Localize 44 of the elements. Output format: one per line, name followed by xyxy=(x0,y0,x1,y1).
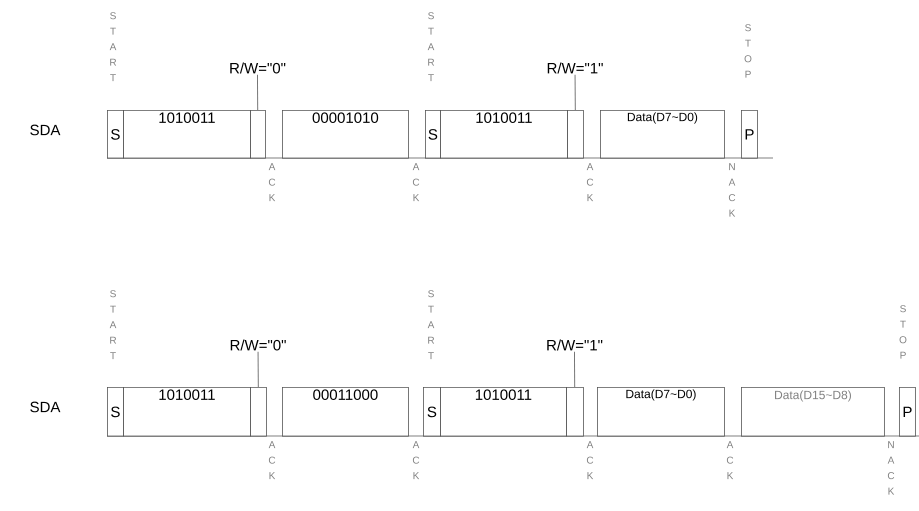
vertical-label: NACK xyxy=(728,163,736,217)
data-field-box: 1010011 xyxy=(123,110,251,159)
data-field-box: 00011000 xyxy=(282,386,409,437)
bit-box: S xyxy=(425,110,441,159)
vertical-label: ACK xyxy=(412,163,420,202)
bit-label: R/W="1" xyxy=(547,339,602,350)
vertical-label: STOP xyxy=(900,305,906,359)
vertical-label: ACK xyxy=(268,441,276,480)
vertical-label: NACK xyxy=(888,441,894,495)
vertical-label: ACK xyxy=(586,441,594,480)
vertical-label: ACK xyxy=(268,163,276,202)
leader-line xyxy=(574,74,576,110)
bit-box: S xyxy=(423,386,441,437)
bit-label: R/W="0" xyxy=(230,339,286,350)
leader-line xyxy=(574,351,576,388)
bit-box xyxy=(250,386,267,437)
signal-name: SDA xyxy=(30,124,60,136)
vertical-label: START xyxy=(428,290,434,360)
vertical-label: ACK xyxy=(586,163,594,202)
vertical-label: START xyxy=(110,290,116,360)
bit-box xyxy=(250,110,266,159)
vertical-label: STOP xyxy=(744,24,752,78)
bit-box xyxy=(567,110,584,159)
bit-box: P xyxy=(899,386,916,437)
data-field-box: Data(D15~D8) xyxy=(741,386,885,437)
bit-label: R/W="0" xyxy=(230,62,286,74)
bit-label: R/W="1" xyxy=(548,62,603,74)
data-field-box: Data(D7~D0) xyxy=(597,386,725,437)
data-field-box: 1010011 xyxy=(440,386,567,437)
data-field-box: Data(D7~D0) xyxy=(600,110,725,159)
bit-box: S xyxy=(107,386,124,437)
leader-line xyxy=(258,351,259,388)
leader-line xyxy=(257,74,258,110)
vertical-label: ACK xyxy=(726,441,734,480)
data-field-box: 00001010 xyxy=(282,110,409,159)
signal-name: SDA xyxy=(30,402,60,412)
vertical-label: ACK xyxy=(412,441,420,480)
bit-box: P xyxy=(741,110,758,159)
data-field-box: 1010011 xyxy=(440,110,568,159)
data-field-box: 1010011 xyxy=(123,386,251,437)
bit-box: S xyxy=(107,110,124,159)
vertical-label: START xyxy=(110,12,116,82)
bit-box xyxy=(566,386,584,437)
vertical-label: START xyxy=(428,12,434,82)
